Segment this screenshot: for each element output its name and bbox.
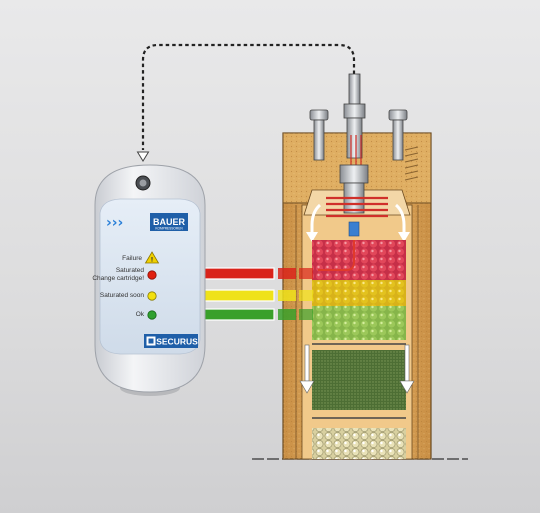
label-saturated: Saturated Change cartridge! bbox=[90, 267, 144, 282]
svg-text:!: ! bbox=[151, 257, 154, 264]
led-yellow bbox=[147, 291, 157, 301]
led-green bbox=[147, 310, 157, 320]
bauer-logo bbox=[150, 213, 188, 231]
flow-arrow-right-icon bbox=[399, 344, 415, 394]
label-saturated-line1: Saturated bbox=[115, 267, 144, 274]
cartridge-layer-saturated bbox=[312, 240, 406, 280]
led-red bbox=[147, 270, 157, 280]
cartridge-layer-ok bbox=[312, 306, 406, 340]
cartridge-housing bbox=[252, 73, 468, 460]
cartridge-layer-bottom-pellets bbox=[312, 428, 406, 459]
label-ok: Ok bbox=[135, 311, 144, 318]
chevrons-icon: ››› bbox=[106, 215, 123, 231]
securus-brand: SECURUS bbox=[156, 337, 198, 347]
flow-arrow-left-icon bbox=[299, 344, 315, 394]
label-failure: Failure bbox=[122, 255, 142, 262]
securus-device: ››› BAUER KOMPRESSOREN ! SECURUS bbox=[94, 164, 206, 396]
sensor-cable bbox=[141, 43, 356, 150]
label-saturated-line2: Change cartridge! bbox=[92, 274, 144, 282]
securus-logo bbox=[144, 334, 198, 348]
bauer-brand: BAUER bbox=[153, 217, 186, 227]
cable-arrow-icon bbox=[136, 151, 150, 162]
cartridge-layer-saturated-soon bbox=[312, 280, 406, 306]
label-saturated-soon: Saturated soon bbox=[99, 292, 144, 299]
cartridge-layer-filter-media bbox=[312, 350, 406, 410]
warning-triangle-icon bbox=[144, 251, 160, 264]
bauer-sub: KOMPRESSOREN bbox=[155, 227, 183, 231]
